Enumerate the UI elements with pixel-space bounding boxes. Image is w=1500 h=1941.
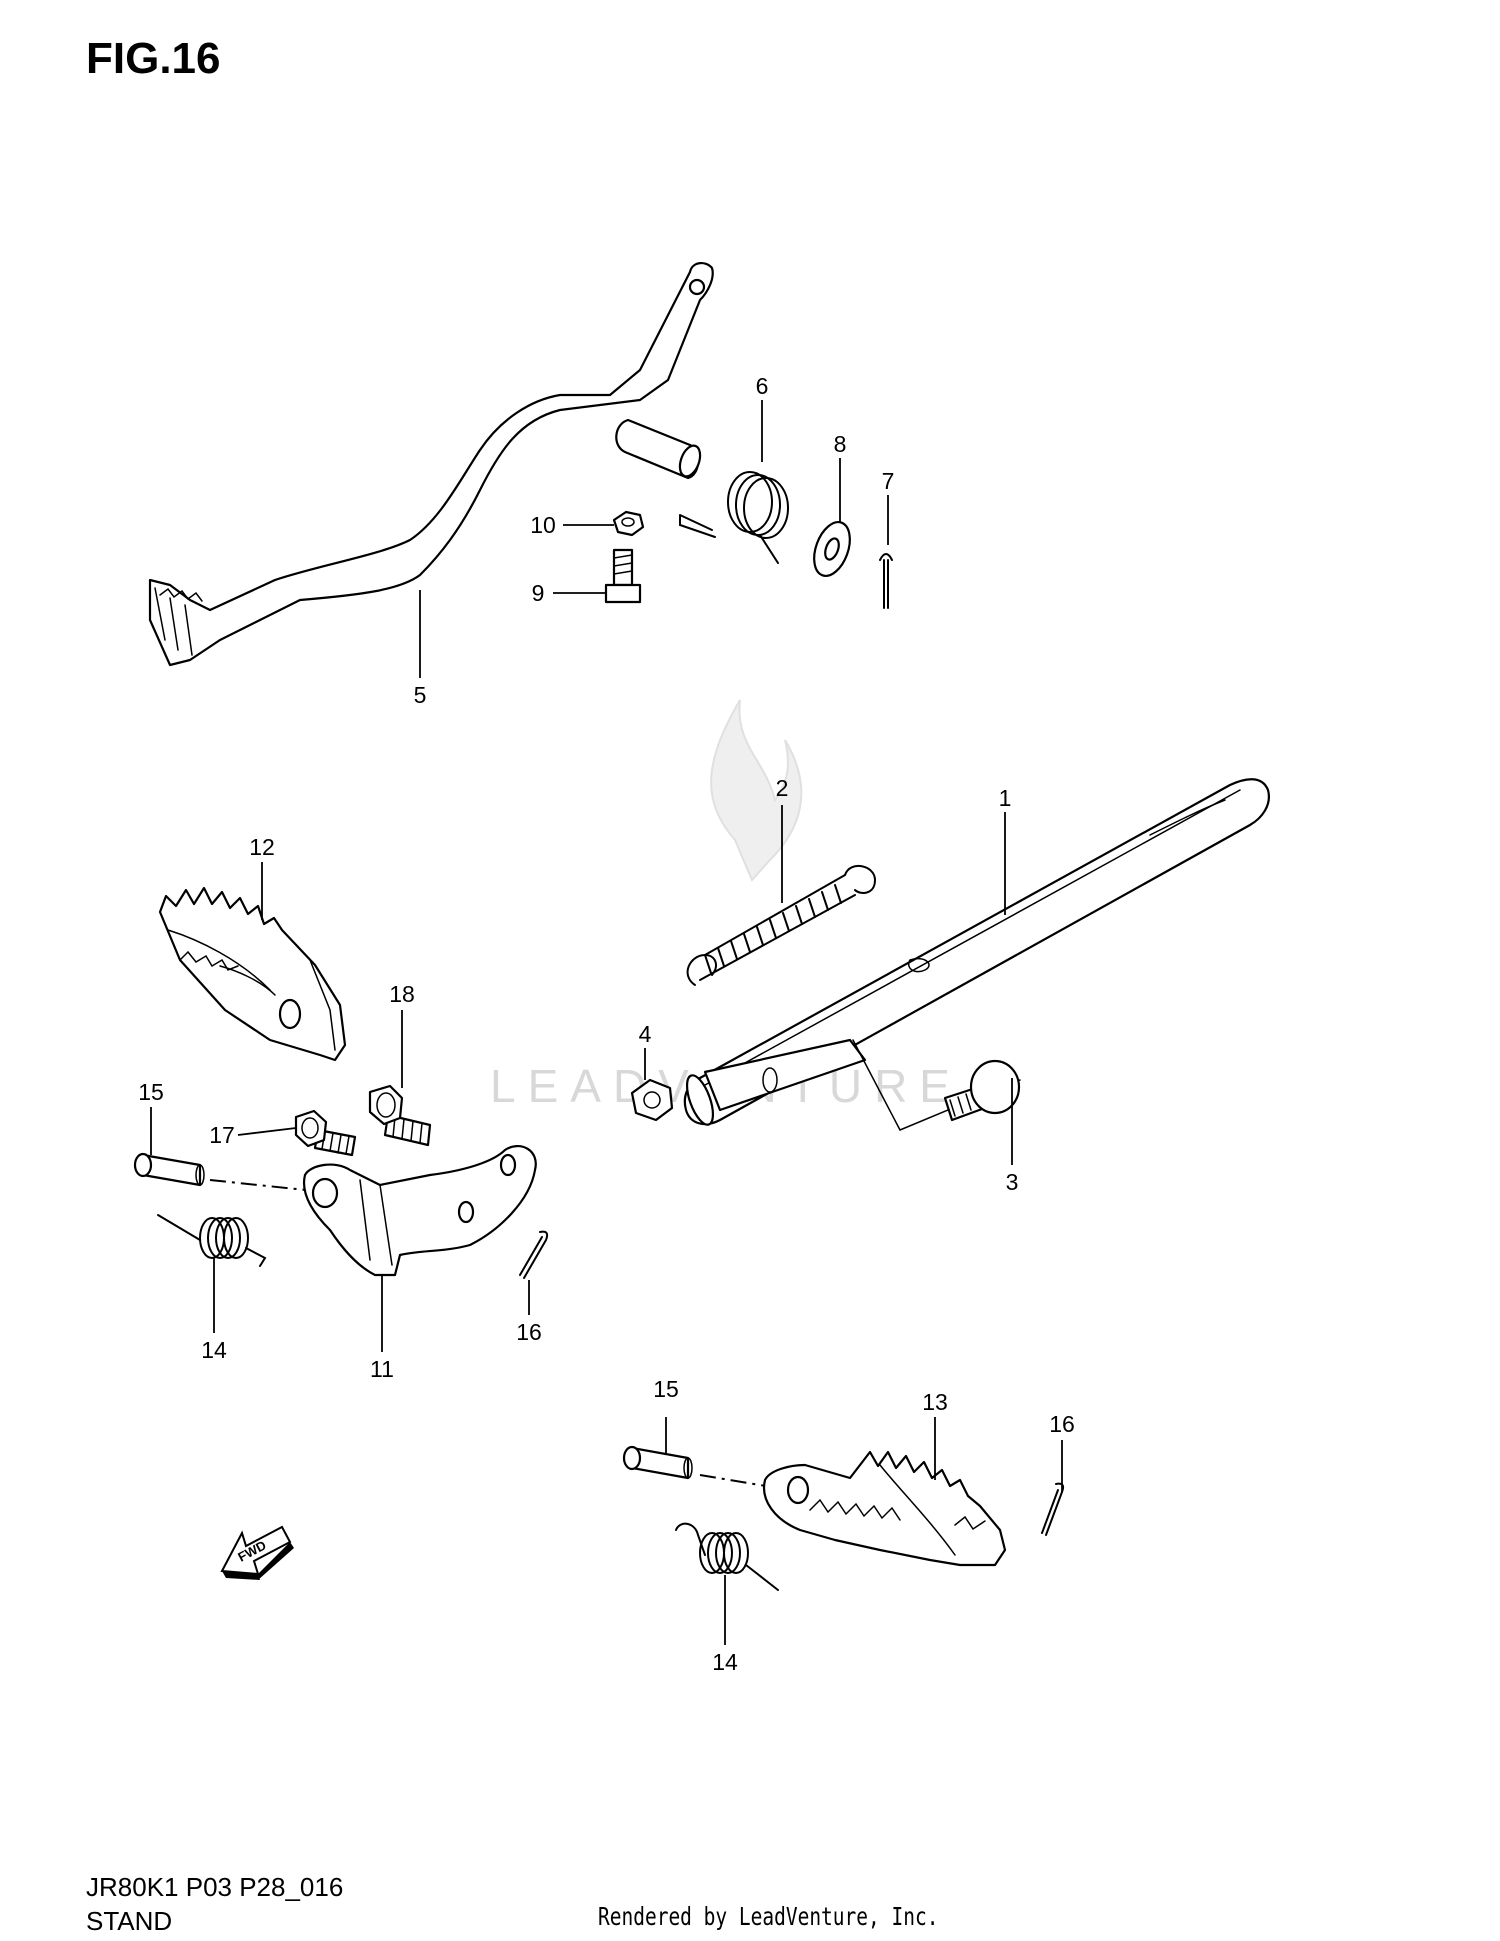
nut-10 <box>612 510 645 537</box>
bolt-18 <box>368 1084 432 1147</box>
footer-model-code: JR80K1 P03 P28_016 <box>86 1872 344 1902</box>
cotter-pin-16-right <box>1041 1482 1065 1536</box>
footpeg-13 <box>762 1450 1007 1567</box>
figure-title: FIG.16 <box>86 34 221 83</box>
side-stand <box>683 778 1270 1131</box>
callout-16-left: 16 <box>516 1319 542 1345</box>
callout-6: 6 <box>756 373 769 399</box>
callout-14-left: 14 <box>201 1337 227 1363</box>
callout-3: 3 <box>1006 1169 1019 1195</box>
leader-lines <box>150 400 1063 1645</box>
callout-7: 7 <box>882 468 895 494</box>
callout-9: 9 <box>532 580 545 606</box>
callout-4: 4 <box>639 1021 652 1047</box>
return-spring <box>679 471 789 564</box>
bolt-3 <box>943 1059 1021 1122</box>
callout-12: 12 <box>249 834 275 860</box>
footpeg-12 <box>158 886 347 1062</box>
callout-2: 2 <box>776 775 789 801</box>
nut-4 <box>630 1078 674 1122</box>
forward-arrow-icon: FWD <box>220 1525 294 1580</box>
footer-rendered-by: Rendered by LeadVenture, Inc. <box>598 1902 939 1931</box>
callout-8: 8 <box>834 431 847 457</box>
pin-15-left <box>133 1152 326 1193</box>
callout-11: 11 <box>370 1356 394 1382</box>
watermark-flame-icon <box>710 699 803 882</box>
footer-section-name: STAND <box>86 1906 173 1936</box>
cotter-pin-16-left <box>519 1230 549 1279</box>
callout-17: 17 <box>209 1122 235 1148</box>
callout-labels: 1 2 3 4 5 6 7 8 9 10 11 12 13 14 14 15 1… <box>138 373 1075 1675</box>
callout-16-right: 16 <box>1049 1411 1075 1437</box>
washer <box>813 521 851 577</box>
bolt-9 <box>604 548 642 604</box>
cotter-pin-7 <box>879 553 893 609</box>
callout-1: 1 <box>999 785 1012 811</box>
footpeg-bracket <box>302 1144 537 1277</box>
spring-14-right <box>675 1522 779 1591</box>
callout-14-right: 14 <box>712 1649 738 1675</box>
brake-pedal <box>148 262 714 667</box>
callout-5: 5 <box>414 682 427 708</box>
spring-14-left <box>157 1214 267 1267</box>
callout-15-left: 15 <box>138 1079 164 1105</box>
callout-18: 18 <box>389 981 415 1007</box>
callout-13: 13 <box>922 1389 948 1415</box>
bolt-17 <box>294 1109 357 1157</box>
stand-spring <box>686 865 877 986</box>
watermark: LEADVENTURE <box>490 699 950 1112</box>
callout-10: 10 <box>530 512 556 538</box>
callout-15-right: 15 <box>653 1376 679 1402</box>
